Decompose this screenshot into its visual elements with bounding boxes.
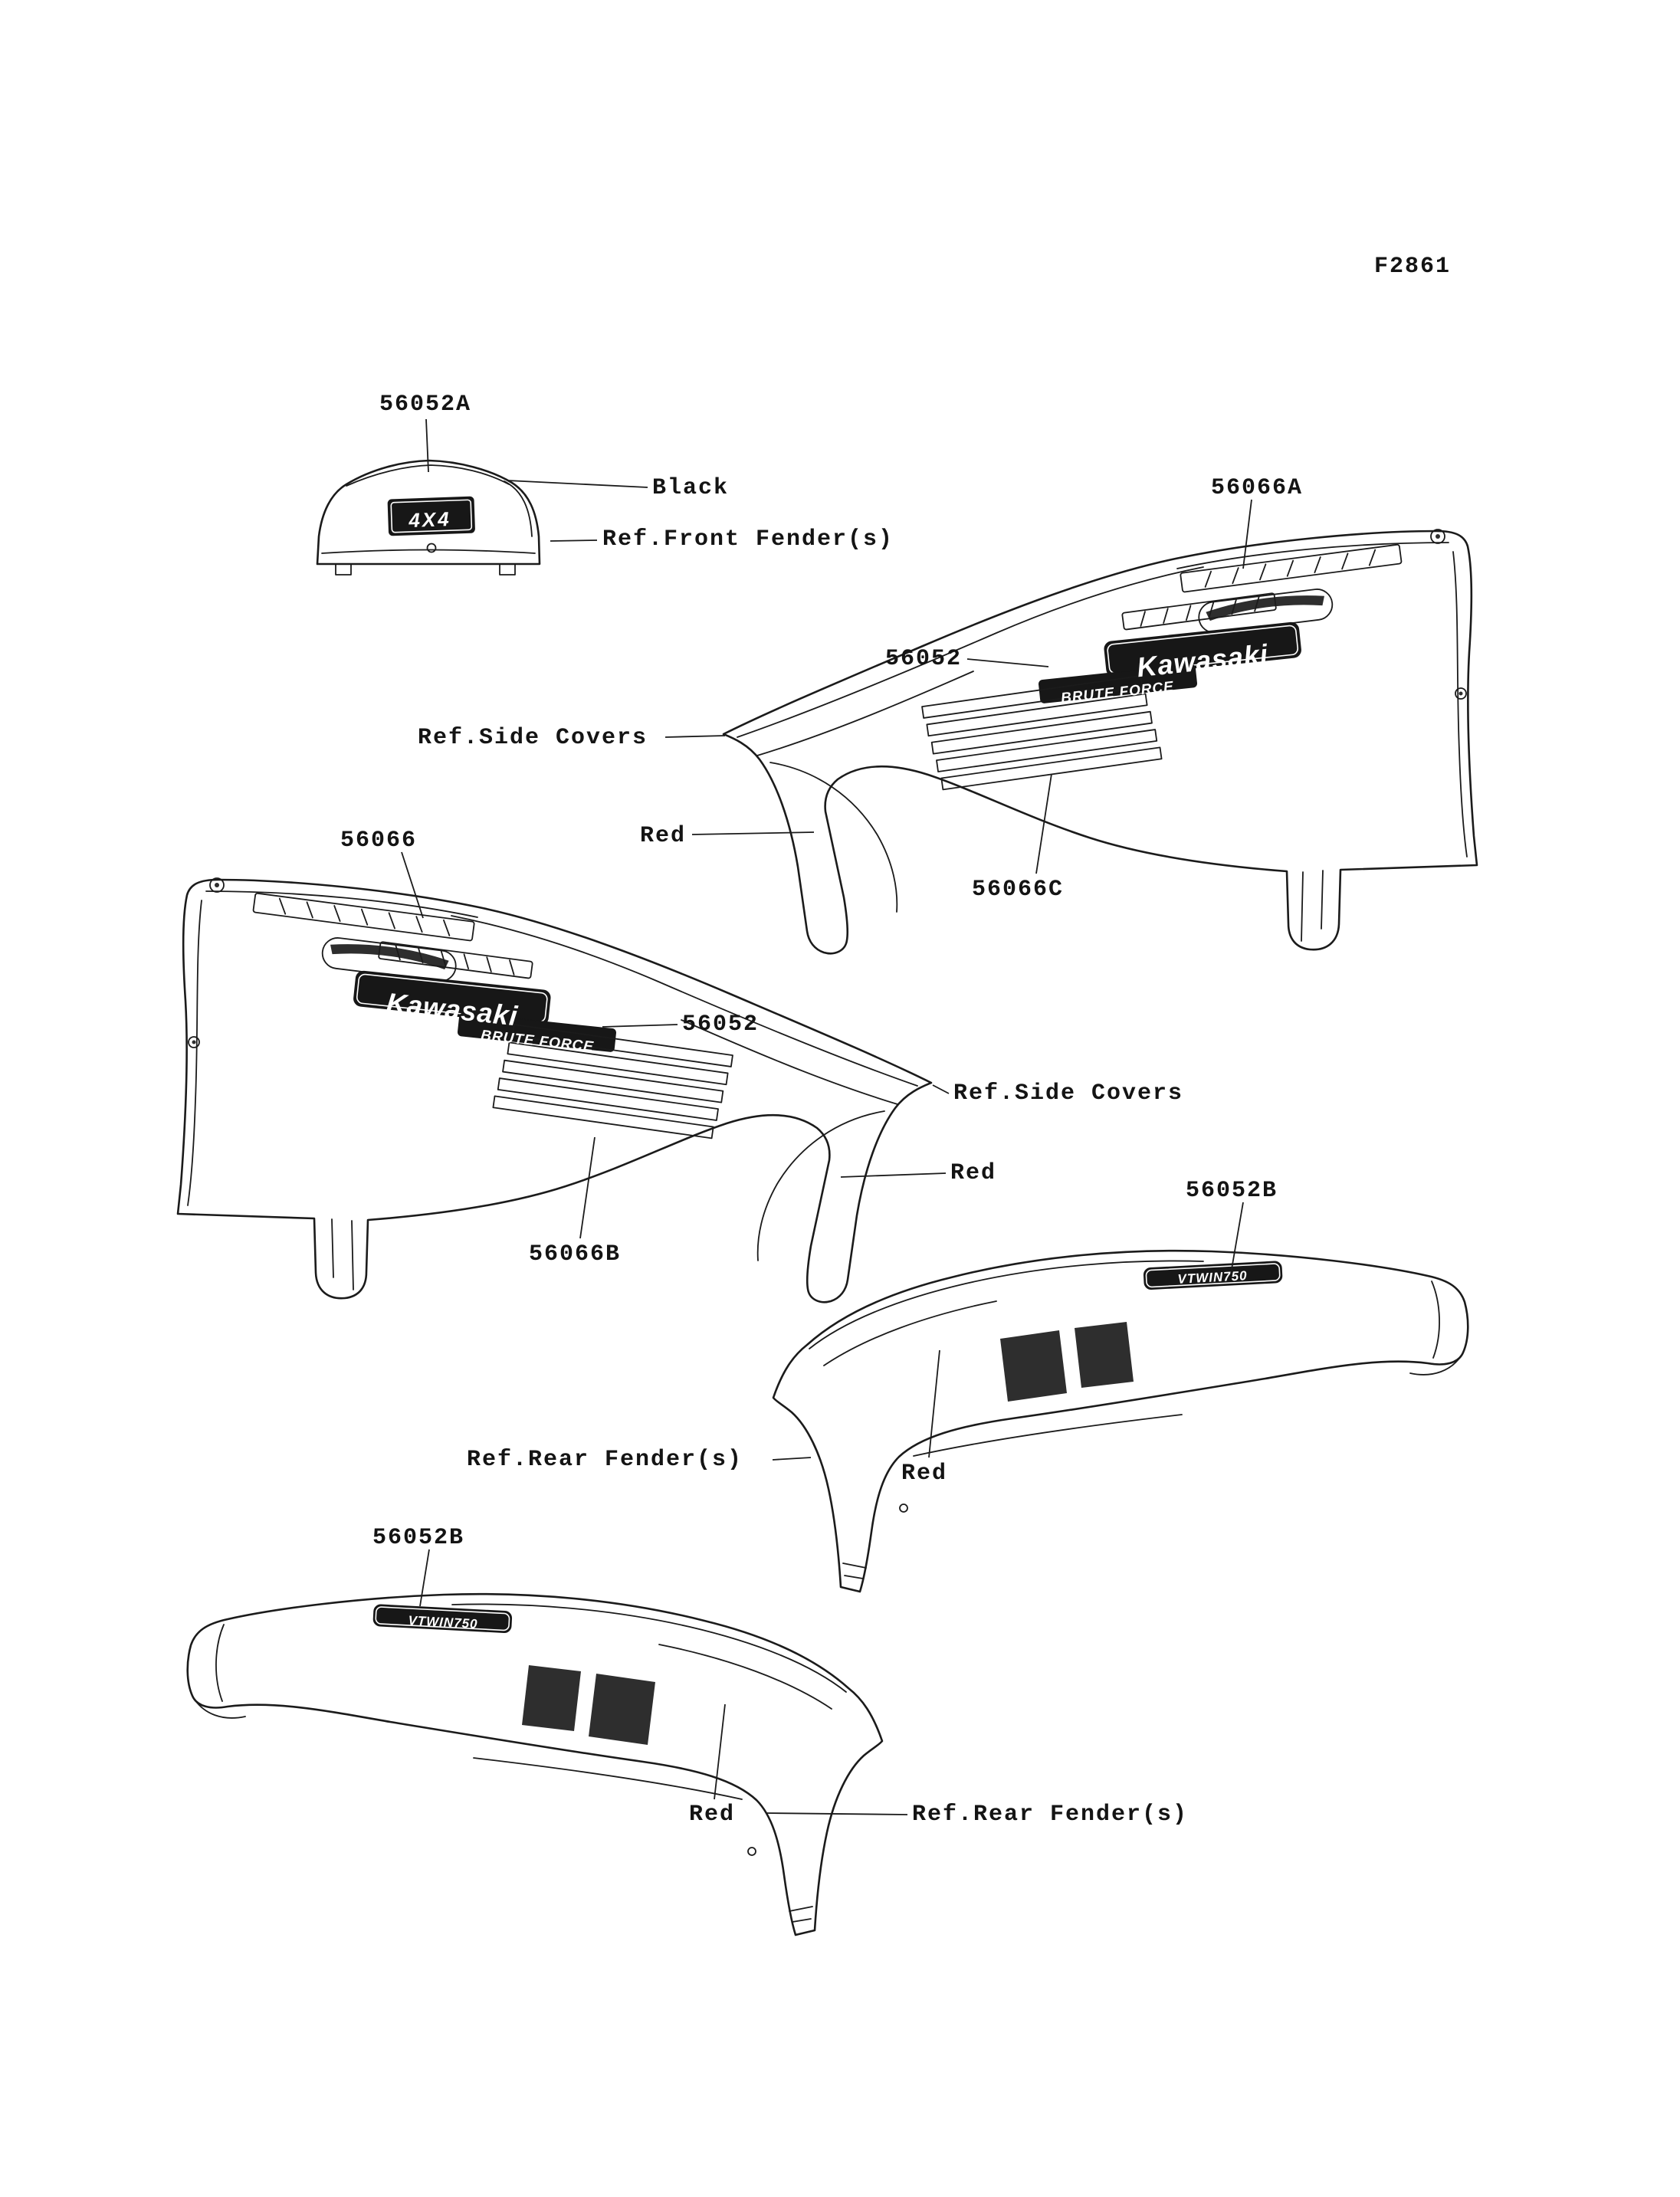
leader-black xyxy=(507,480,648,488)
leader-ref-front-fender xyxy=(550,539,598,542)
color-label-red-right-fender: Red xyxy=(901,1461,948,1487)
leader-56066a xyxy=(1242,499,1252,569)
ref-label-side-covers-right: Ref.Side Covers xyxy=(418,725,648,751)
leader-ref-side-covers-left xyxy=(932,1084,950,1094)
vtwin-decal-text-left: VTWIN750 xyxy=(408,1613,478,1631)
part-label-56066: 56066 xyxy=(340,828,418,854)
front-fender-drawing: 4X4 xyxy=(316,459,541,575)
leader-56052-left xyxy=(602,1024,678,1028)
ref-label-front-fender: Ref.Front Fender(s) xyxy=(602,526,894,553)
leader-red-right-cover xyxy=(691,831,815,835)
figure-code: F2861 xyxy=(1374,254,1452,280)
part-label-56066b: 56066B xyxy=(529,1241,622,1267)
vtwin-decal-text-right: VTWIN750 xyxy=(1177,1268,1248,1287)
side-cover-left-drawing: Kawasaki BRUTE FORCE xyxy=(176,877,933,1303)
leader-56052-right xyxy=(966,658,1049,667)
part-label-56052a: 56052A xyxy=(379,392,472,418)
color-label-black: Black xyxy=(652,475,730,501)
leader-56066 xyxy=(401,851,424,919)
color-label-red-left-cover: Red xyxy=(950,1160,997,1186)
rear-fender-right-drawing: VTWIN750 xyxy=(772,1249,1469,1593)
leader-56066c xyxy=(1035,773,1052,874)
leader-56052a xyxy=(425,418,429,473)
leader-lines xyxy=(401,418,1252,1815)
leader-red-left-fender xyxy=(714,1703,726,1800)
part-label-56052-left: 56052 xyxy=(682,1012,760,1038)
ref-label-side-covers-left: Ref.Side Covers xyxy=(953,1080,1184,1107)
leader-ref-rear-fender-left xyxy=(766,1812,908,1815)
part-label-56052-right: 56052 xyxy=(885,646,963,672)
leader-56066b xyxy=(579,1136,596,1239)
side-cover-right-drawing: Kawasaki BRUTE FORCE xyxy=(722,528,1478,955)
color-label-red-right-cover: Red xyxy=(640,823,687,849)
leader-56052b-right xyxy=(1230,1202,1244,1274)
rear-fender-left-drawing: VTWIN750 xyxy=(186,1592,884,1936)
part-label-56066c: 56066C xyxy=(972,877,1065,903)
part-label-56052b-left: 56052B xyxy=(372,1525,465,1551)
color-label-red-left-fender: Red xyxy=(689,1802,736,1828)
ref-label-rear-fender-left: Ref.Rear Fender(s) xyxy=(912,1802,1189,1828)
leader-red-right-fender xyxy=(928,1349,940,1458)
ref-label-rear-fender-right: Ref.Rear Fender(s) xyxy=(467,1447,743,1473)
part-label-56066a: 56066A xyxy=(1211,475,1304,501)
part-label-56052b-right: 56052B xyxy=(1186,1178,1278,1204)
decal-4x4-text: 4X4 xyxy=(408,507,451,532)
leader-ref-side-covers-right xyxy=(664,735,726,738)
leader-ref-rear-fender-right xyxy=(772,1457,812,1461)
leader-56052b-left xyxy=(419,1549,430,1607)
leader-red-left-cover xyxy=(840,1172,947,1178)
